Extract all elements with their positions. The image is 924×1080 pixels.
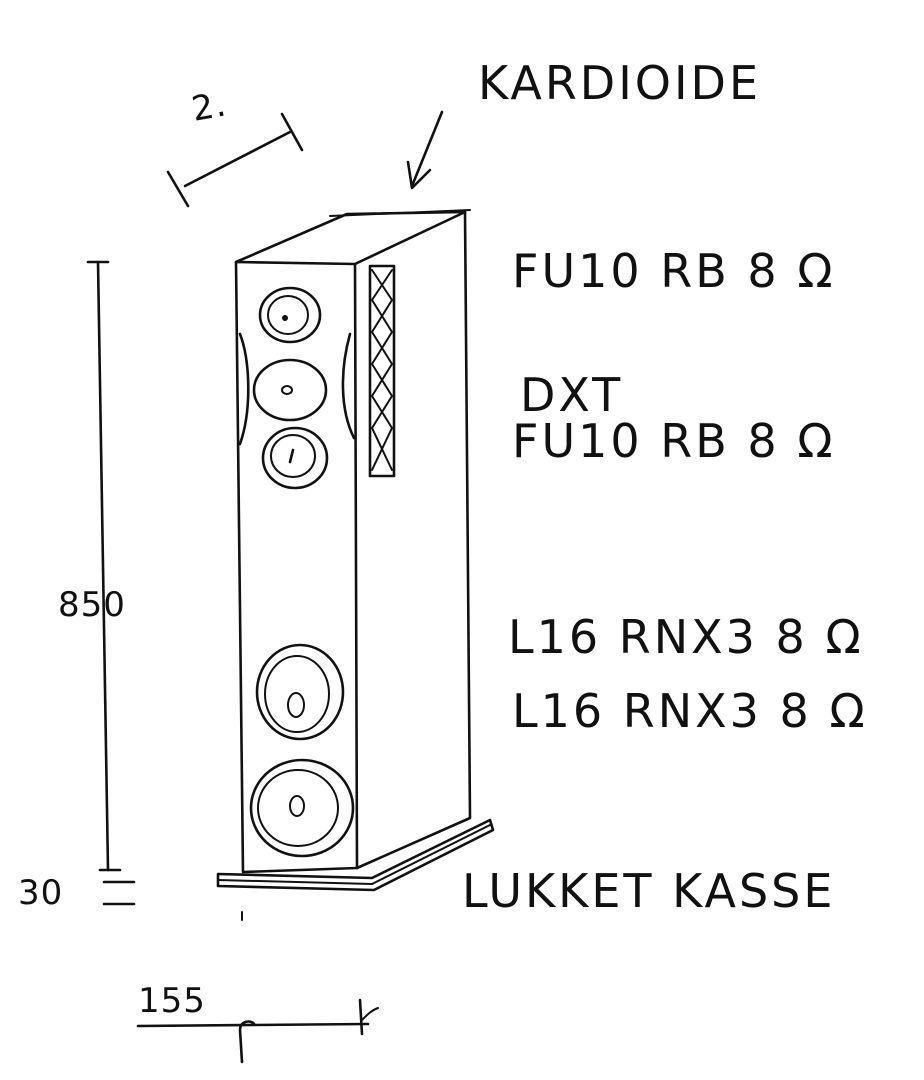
cardioid-label: KARDIOIDE (478, 56, 762, 110)
height-dimension (86, 260, 122, 872)
driver-fu10-bottom (261, 426, 329, 490)
driver-label-l16-upper: L16 RNX3 8 Ω (508, 610, 864, 664)
driver-label-l16-lower: L16 RNX3 8 Ω (512, 684, 868, 738)
driver-dxt (252, 358, 328, 422)
driver-fu10-top (258, 286, 322, 344)
depth-dimension (166, 112, 304, 208)
width-dimension (136, 911, 379, 1064)
driver-label-fu10-top: FU10 RB 8 Ω (512, 244, 836, 298)
cabinet (234, 209, 472, 874)
left-waveguide (238, 332, 250, 446)
right-waveguide (341, 332, 356, 440)
cardioid-arrow (406, 110, 444, 190)
closed-box-label: LUKKET KASSE (462, 864, 836, 918)
plinth-dimension-label: 30 (18, 873, 64, 913)
depth-dimension-label: 2. (188, 84, 230, 130)
plinth-dimension (102, 880, 136, 906)
width-dimension-label: 155 (138, 981, 206, 1021)
dxt-tweeter-strip (368, 264, 396, 478)
plinth (216, 818, 495, 892)
driver-label-dxt: DXT (520, 368, 624, 422)
height-dimension-label: 850 (58, 585, 126, 625)
driver-l16-upper (255, 643, 345, 741)
driver-l16-lower (249, 758, 355, 858)
driver-label-fu10-bottom: FU10 RB 8 Ω (512, 414, 836, 468)
